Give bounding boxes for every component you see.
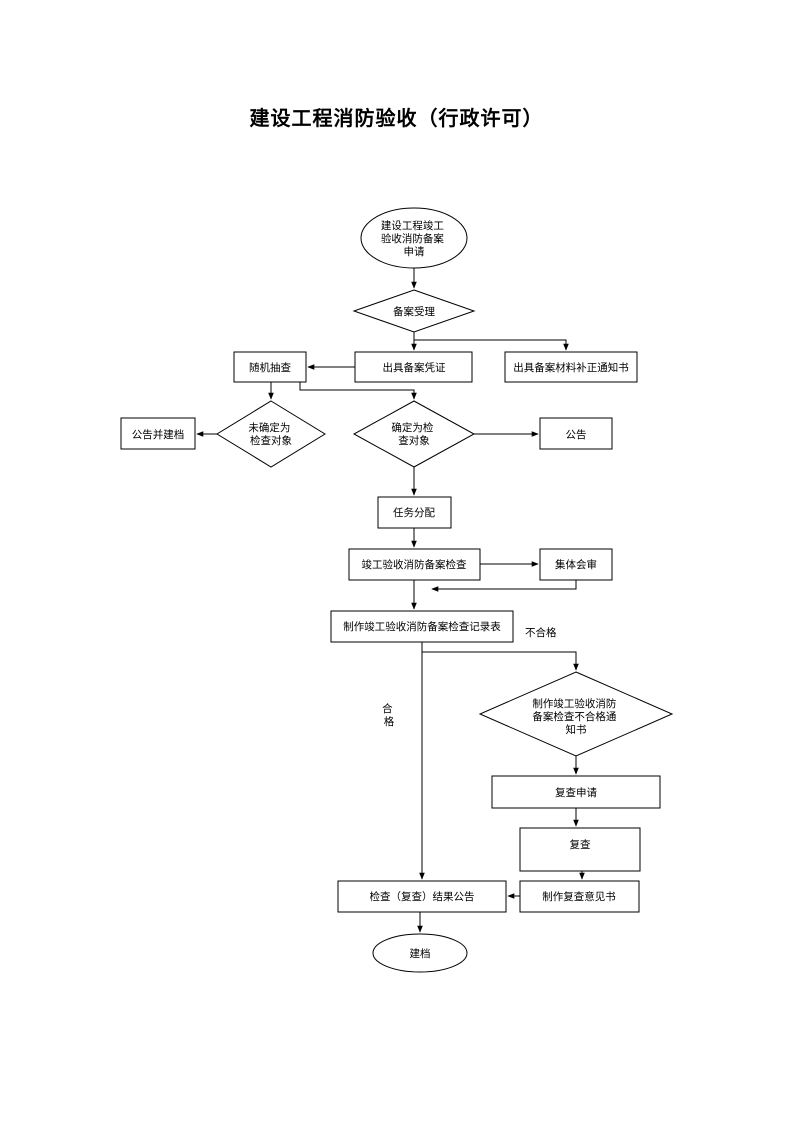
announce-archive-box-shape	[120, 417, 196, 450]
recheck-box-label: 复查	[570, 838, 591, 851]
inspection-box-label: 竣工验收消防备案检查	[362, 558, 467, 571]
announce-box-shape	[539, 417, 613, 450]
announce-box-label: 公告	[566, 428, 587, 441]
not-selected-decision-shape	[216, 400, 326, 468]
start-node-label: 建设工程竣工 验收消防备案 申请	[381, 219, 447, 258]
selected-decision-label: 确定为检 查对象	[391, 421, 436, 447]
announce-archive-box-label: 公告并建档	[132, 428, 185, 441]
fail-notice-decision-label: 制作竣工验收消防 备案检查不合格通 知书	[532, 697, 619, 736]
not-selected-decision-label: 未确定为 检查对象	[248, 421, 293, 447]
result-announce-box-shape	[337, 880, 507, 913]
recheck-opinion-box-label: 制作复查意见书	[542, 890, 616, 903]
supplement-box-shape	[504, 351, 638, 383]
random-check-box-shape	[233, 351, 307, 383]
fail-edge-label: 不合格	[525, 626, 557, 639]
accept-decision-label: 备案受理	[393, 305, 435, 318]
supplement-box-label: 出具备案材料补正通知书	[513, 361, 629, 374]
connector	[413, 332, 569, 351]
collective-review-box-label: 集体会审	[555, 558, 597, 571]
recheck-box-shape	[519, 827, 641, 872]
archive-node-label: 建档	[410, 947, 431, 960]
certificate-box-label: 出具备案凭证	[383, 361, 446, 374]
assign-box-label: 任务分配	[393, 506, 435, 519]
recheck-apply-box-label: 复查申请	[555, 786, 597, 799]
archive-node-shape	[372, 933, 468, 973]
selected-decision-shape	[352, 400, 476, 468]
record-form-box-label: 制作竣工验收消防备案检查记录表	[343, 620, 501, 633]
result-announce-box-label: 检查（复查）结果公告	[370, 890, 475, 903]
random-check-box-label: 随机抽查	[249, 361, 291, 374]
connector	[421, 642, 579, 671]
connector	[299, 382, 417, 400]
pass-edge-label: 合 格	[382, 702, 396, 728]
connector	[431, 580, 577, 592]
page-title: 建设工程消防验收（行政许可）	[249, 106, 544, 130]
